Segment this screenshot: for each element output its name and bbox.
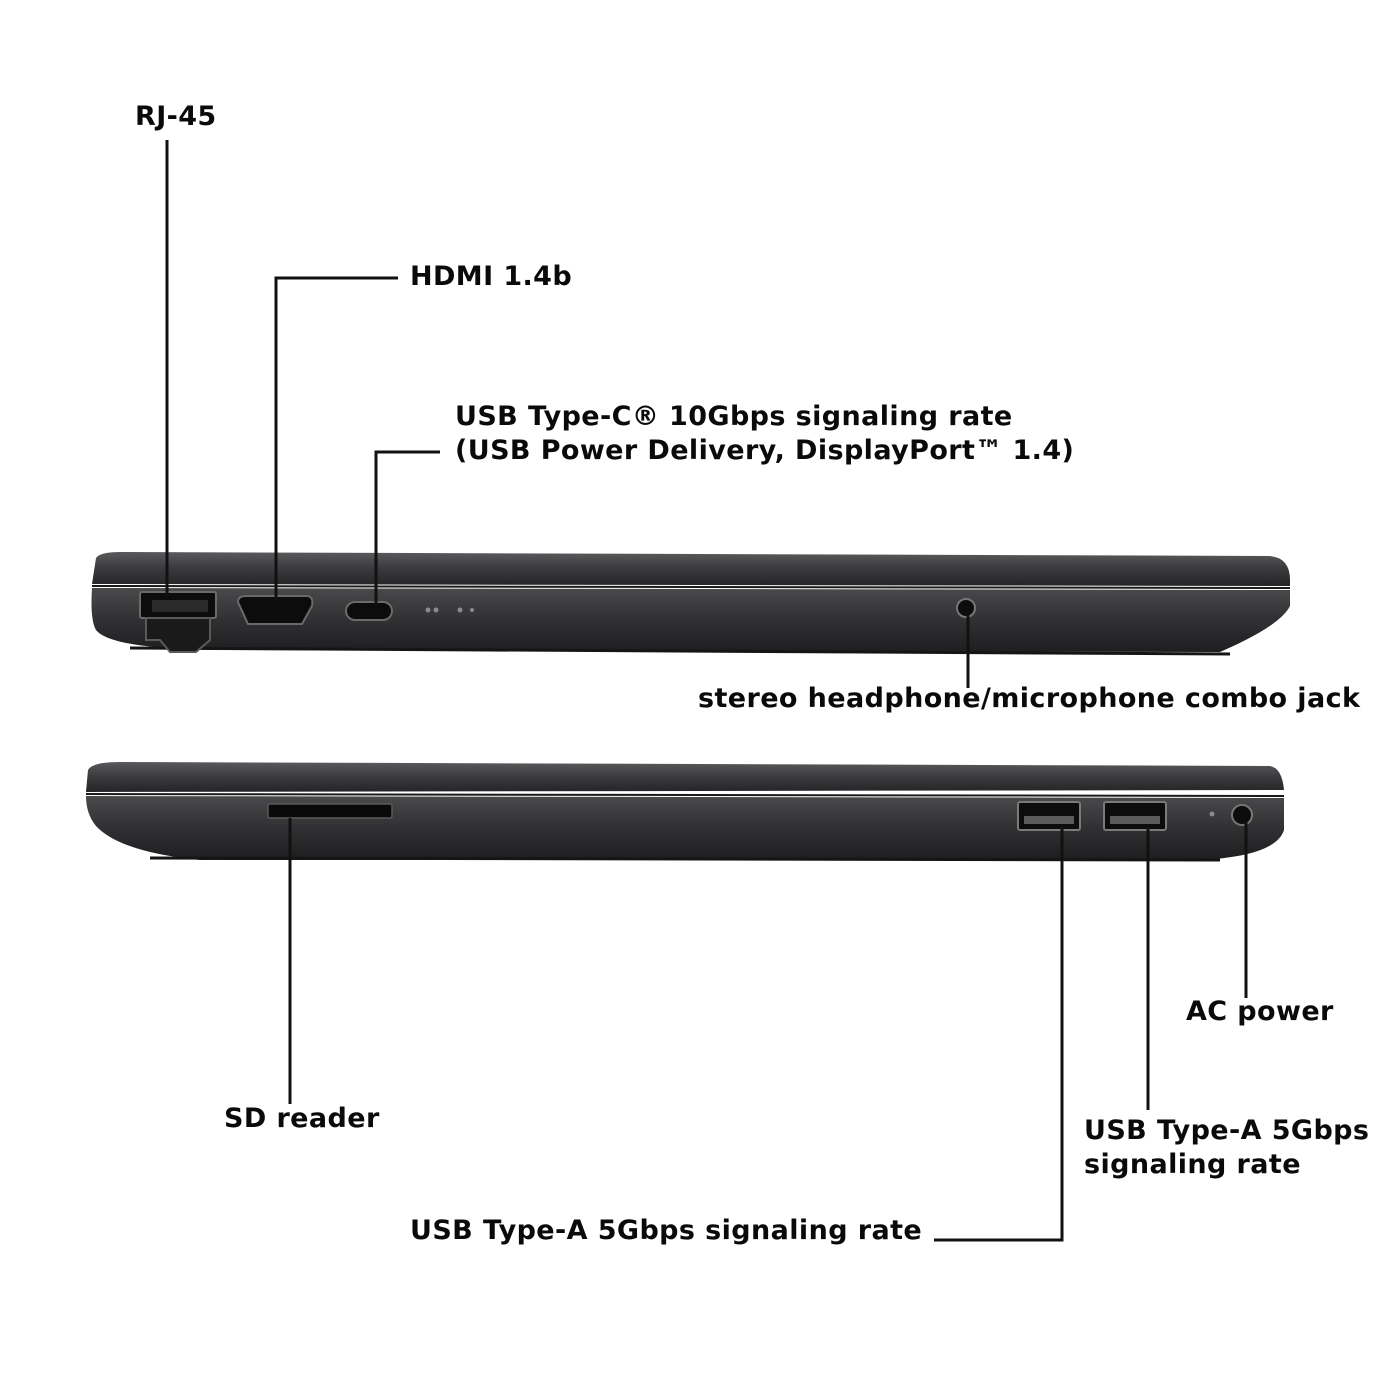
combo-jack-port [956,598,976,618]
label-usb-c-line1: USB Type-C® 10Gbps signaling rate [455,401,1013,432]
sd-reader-slot [267,803,393,819]
label-combo-jack: stereo headphone/microphone combo jack [698,683,1361,714]
label-sd-reader: SD reader [224,1103,380,1134]
laptop-right-side [85,762,1285,862]
leader-usb-a-1 [934,826,1064,1242]
label-usb-a-1: USB Type-A 5Gbps signaling rate [410,1215,923,1246]
usb-c-port [345,601,393,621]
rj45-port [139,591,217,653]
label-usb-a-2: USB Type-A 5Gbps signaling rate [1084,1114,1369,1182]
label-ac-power: AC power [1186,996,1334,1027]
hdmi-port [236,595,314,625]
usb-a-port-2 [1103,801,1167,831]
label-rj45: RJ-45 [135,101,217,132]
usb-a-port-1 [1017,801,1081,831]
status-leds [425,607,474,613]
label-usb-a-2-line2: signaling rate [1084,1149,1301,1180]
label-hdmi: HDMI 1.4b [410,261,573,292]
label-usb-c: USB Type-C® 10Gbps signaling rate (USB P… [455,400,1074,468]
ac-power-port [1231,804,1253,826]
label-usb-a-2-line1: USB Type-A 5Gbps [1084,1115,1370,1146]
leader-hdmi [274,276,398,600]
label-usb-c-line2: (USB Power Delivery, DisplayPort™ 1.4) [455,435,1075,466]
leader-usbc [374,450,440,604]
laptop-left-side [91,552,1291,656]
